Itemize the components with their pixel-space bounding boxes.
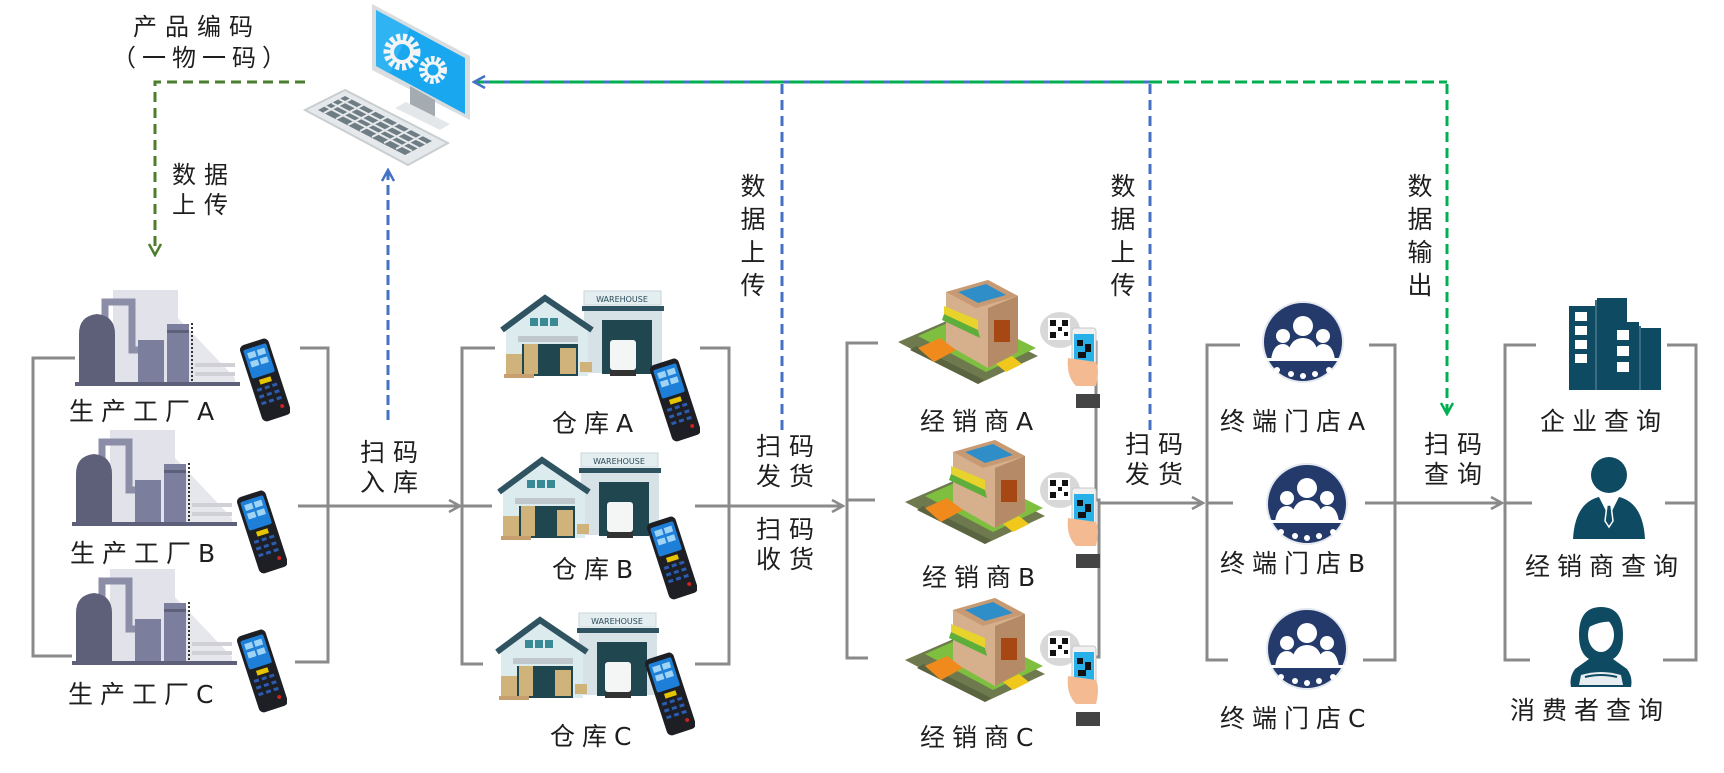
factory-icon: [72, 567, 242, 681]
dealer-label: 经销商A: [920, 407, 1041, 436]
barcode-scanner-icon: [646, 514, 698, 604]
barcode-scanner-icon: [236, 488, 288, 578]
warehouse-icon: WAREHOUSE: [500, 288, 670, 397]
group-people-icon: [1261, 300, 1345, 388]
encode-dashed-line: [155, 80, 305, 255]
barcode-scanner-icon: [239, 336, 291, 426]
store-label: 终端门店C: [1220, 704, 1373, 733]
warehouse-icon: WAREHOUSE: [495, 610, 665, 719]
encode-label-line1: 产品编码: [133, 13, 261, 41]
barcode-scanner-icon: [644, 650, 696, 740]
svg-text:WAREHOUSE: WAREHOUSE: [591, 617, 643, 626]
transition-label-ship: 扫码 发货: [756, 432, 823, 491]
query-label: 消费者查询: [1510, 696, 1671, 725]
warehouse-label: 仓库A: [552, 409, 641, 438]
warehouse-icon: WAREHOUSE: [497, 450, 667, 559]
businessman-icon: [1569, 455, 1649, 543]
office-building-icon: [1567, 298, 1663, 394]
factory-upload-label: 数据 上传: [172, 161, 236, 219]
dealer-label: 经销商B: [922, 563, 1043, 592]
woman-consumer-icon: [1565, 605, 1637, 693]
query-bracket: [1503, 343, 1698, 662]
factory-label: 生产工厂B: [70, 539, 223, 568]
shop-building-icon: [905, 598, 1085, 722]
svg-text:WAREHOUSE: WAREHOUSE: [593, 457, 645, 466]
phone-qr-scan-icon: [1038, 628, 1102, 732]
dealer-upload-label: 数据上传: [1110, 172, 1136, 300]
transition-label-inbound: 扫码 入库: [360, 438, 427, 497]
computer-gear-icon: [300, 0, 480, 170]
transition-label-receive: 扫码 收货: [756, 515, 823, 574]
phone-qr-scan-icon: [1038, 310, 1102, 414]
svg-text:WAREHOUSE: WAREHOUSE: [596, 295, 648, 304]
factory-label: 生产工厂C: [68, 680, 221, 709]
factory-label: 生产工厂A: [69, 397, 222, 426]
store-label: 终端门店B: [1220, 549, 1373, 578]
phone-qr-scan-icon: [1038, 470, 1102, 574]
query-label: 企业查询: [1540, 407, 1669, 436]
store-label: 终端门店A: [1220, 407, 1373, 436]
barcode-scanner-icon: [236, 627, 288, 717]
factory-icon: [72, 428, 242, 542]
factory-icon: [75, 288, 245, 402]
encode-label-line2: （一物一码）: [112, 44, 292, 72]
data-output-label: 数据输出: [1407, 172, 1433, 300]
shop-building-icon: [905, 440, 1085, 564]
transition-label-query: 扫码 查询: [1424, 430, 1491, 489]
shop-building-icon: [898, 280, 1078, 404]
warehouse-upload-label: 数据上传: [740, 172, 766, 300]
barcode-scanner-icon: [649, 356, 701, 446]
group-people-icon: [1265, 607, 1349, 695]
dealer-label: 经销商C: [920, 723, 1041, 752]
transition-label-dealer-ship: 扫码 发货: [1125, 430, 1192, 489]
warehouse-label: 仓库C: [550, 722, 639, 751]
query-label: 经销商查询: [1525, 552, 1686, 581]
group-people-icon: [1265, 462, 1349, 550]
warehouse-label: 仓库B: [552, 555, 641, 584]
